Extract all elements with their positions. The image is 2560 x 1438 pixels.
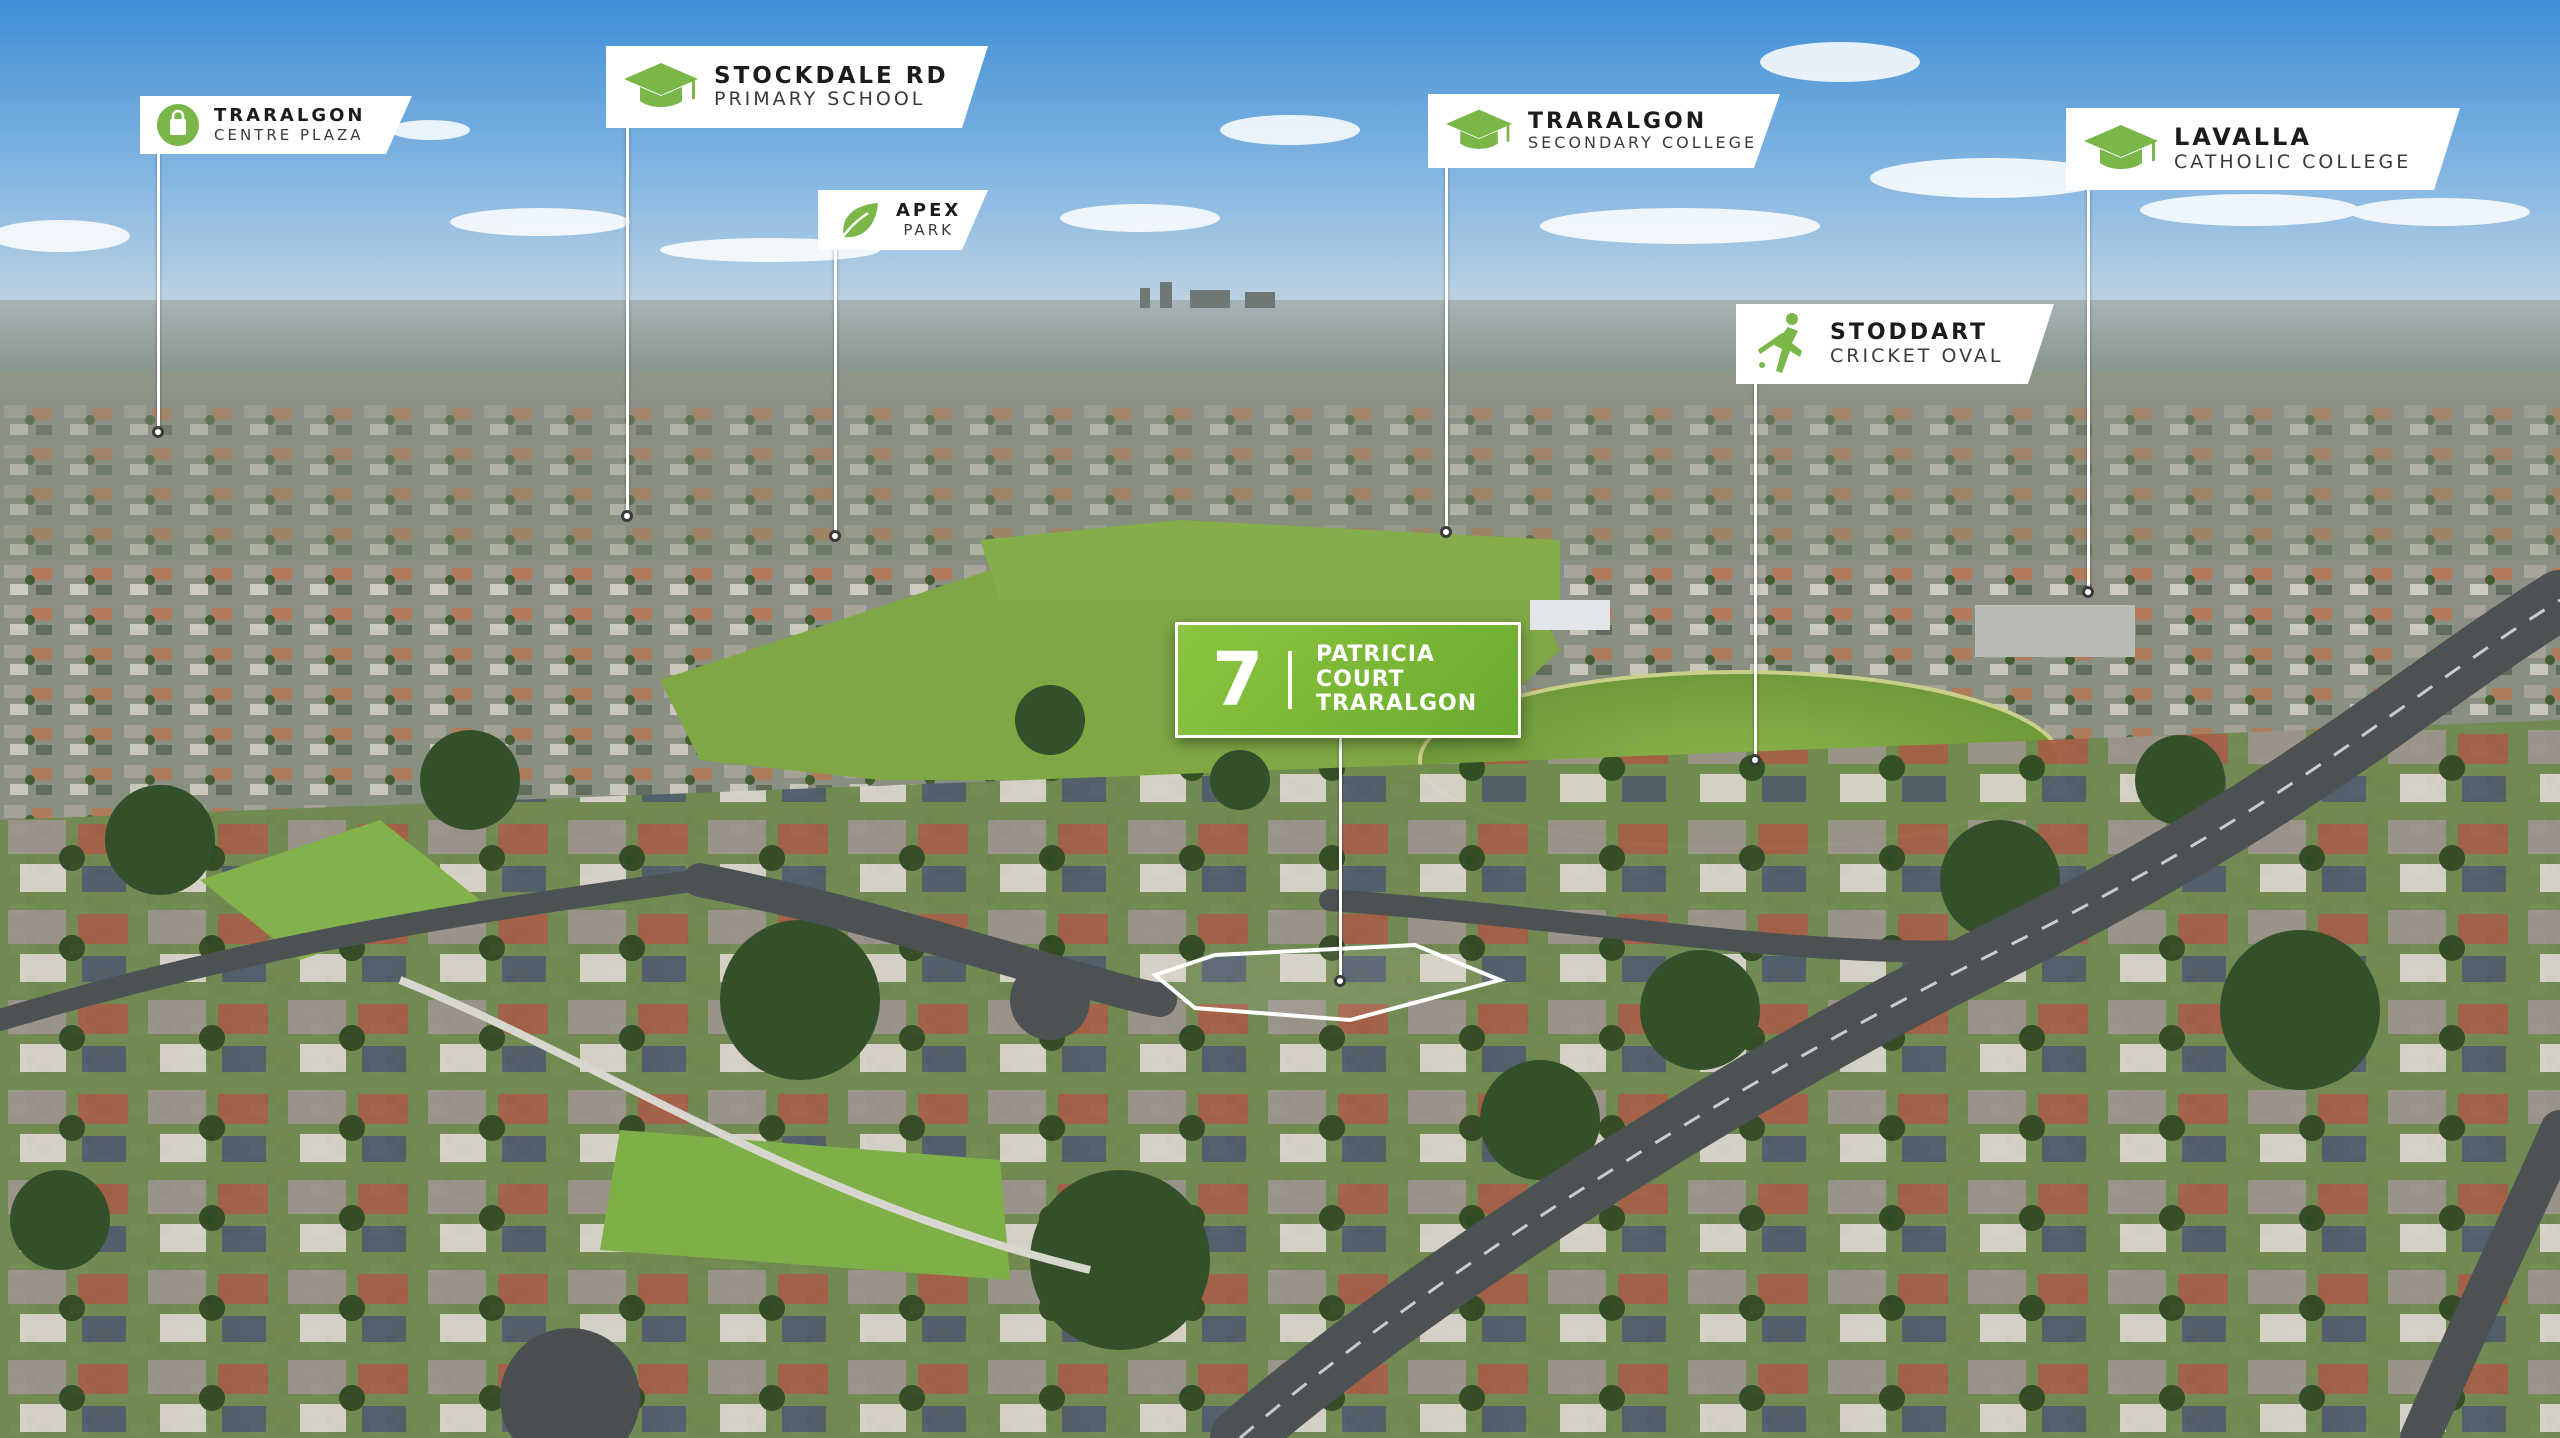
callout-subtitle: CENTRE PLAZA (214, 125, 364, 144)
callout-title: TRARALGON (1528, 109, 1708, 135)
callout-title: LAVALLA (2174, 123, 2312, 152)
label-box: APEX PARK (818, 190, 988, 250)
pointer-line (157, 150, 160, 430)
callout-subtitle: PRIMARY SCHOOL (714, 88, 926, 111)
property-street-type: COURT (1316, 666, 1405, 692)
property-suburb: TRARALGON (1316, 691, 1478, 717)
callout-subtitle: PARK (903, 220, 954, 239)
callout-title: STODDART (1830, 320, 1989, 346)
property-street-number: 7 (1212, 637, 1264, 723)
property-divider (1288, 651, 1292, 709)
label-box: TRARALGON SECONDARY COLLEGE (1428, 94, 1780, 168)
pointer-dot (829, 530, 841, 542)
pointer-dot (1749, 754, 1761, 766)
pointer-dot (1440, 526, 1452, 538)
property-pointer-dot (1334, 975, 1346, 987)
callout-subtitle: CRICKET OVAL (1830, 344, 2004, 367)
label-box: TRARALGON CENTRE PLAZA (140, 96, 412, 154)
pointer-dot (152, 426, 164, 438)
label-box: LAVALLA CATHOLIC COLLEGE (2066, 108, 2460, 190)
pointer-dot (2082, 586, 2094, 598)
graduation-cap-icon (2082, 121, 2160, 177)
property-pointer-line (1339, 736, 1342, 982)
callout-subtitle: SECONDARY COLLEGE (1528, 133, 1758, 153)
property-address-lines: PATRICIA COURT TRARALGON (1316, 642, 1478, 717)
graduation-cap-icon (1444, 106, 1514, 156)
shopping-bag-icon (156, 103, 200, 147)
property-address-label: 7 PATRICIA COURT TRARALGON (1175, 622, 1521, 738)
label-box: STODDART CRICKET OVAL (1736, 304, 2054, 384)
label-box: STOCKDALE RD PRIMARY SCHOOL (606, 46, 988, 128)
callout-subtitle: CATHOLIC COLLEGE (2174, 150, 2412, 173)
cricket-player-icon (1752, 311, 1816, 377)
pointer-line (1754, 382, 1757, 760)
pointer-line (2087, 188, 2090, 592)
callout-title: APEX (896, 200, 962, 222)
leaf-icon (834, 197, 882, 243)
property-street-name: PATRICIA (1316, 642, 1435, 668)
pointer-line (1445, 166, 1448, 532)
callout-title: TRARALGON (214, 105, 366, 127)
pointer-dot (621, 510, 633, 522)
pointer-line (834, 248, 837, 536)
graduation-cap-icon (622, 59, 700, 115)
callout-title: STOCKDALE RD (714, 62, 949, 89)
property-boundary (1150, 942, 1507, 1023)
pointer-line (626, 126, 629, 516)
